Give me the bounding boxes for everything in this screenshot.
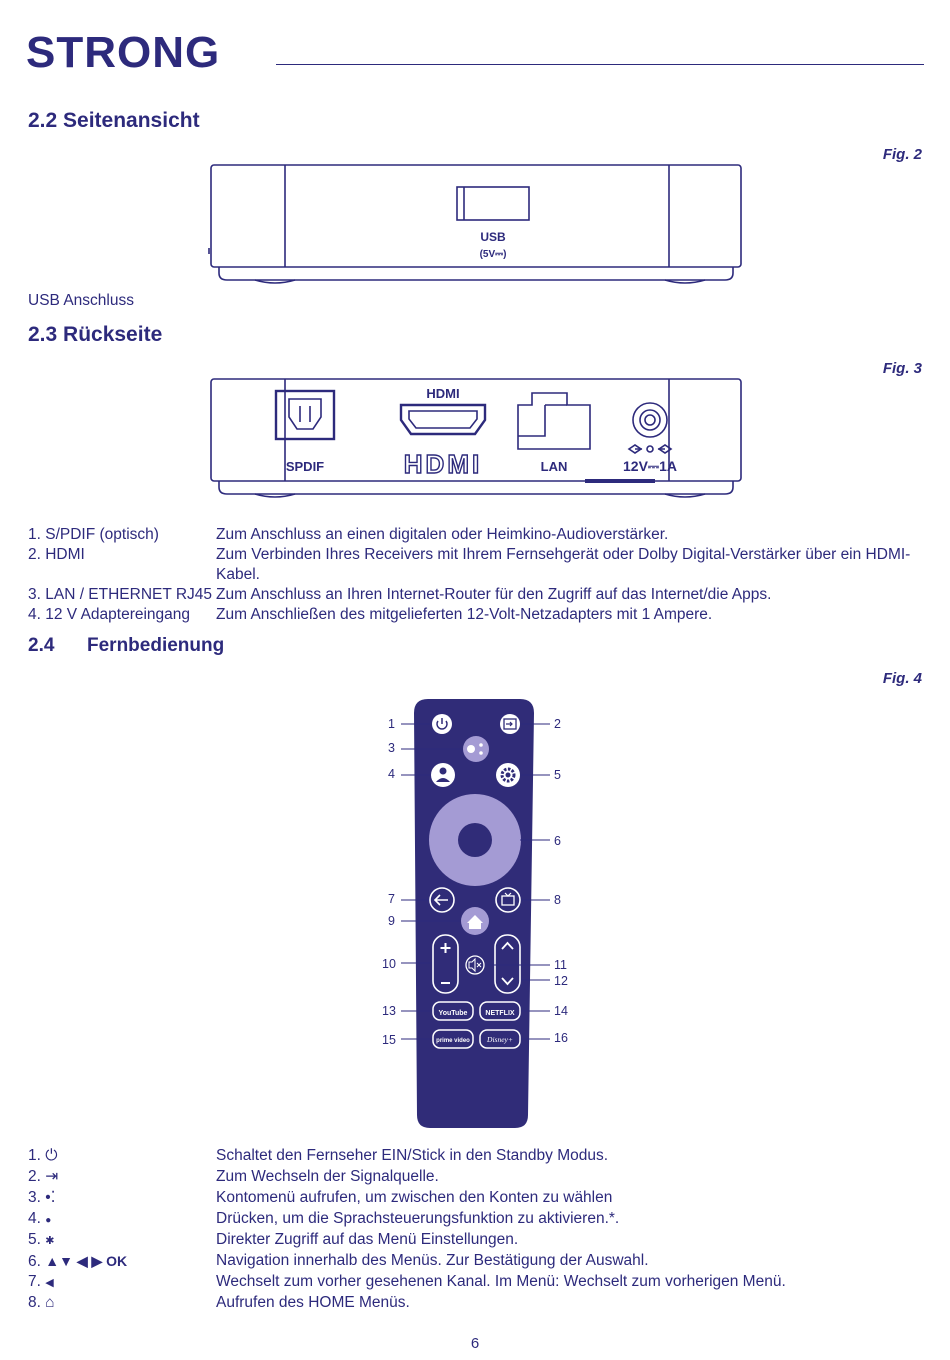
- rear-item-desc: Zum Verbinden Ihres Receivers mit Ihrem …: [216, 546, 911, 583]
- assistant-icon: •⁚: [45, 1189, 56, 1206]
- prime-video-label: prime video: [436, 1038, 470, 1044]
- callout-number: 14: [554, 1004, 568, 1018]
- disney-plus-label: Disney+: [486, 1035, 513, 1044]
- input-button[interactable]: [500, 714, 520, 734]
- rear-view-diagram: HDMI SPDIF HDMI LAN 12V⎓1A: [210, 378, 742, 498]
- callout-number: 13: [382, 1004, 396, 1018]
- user-icon: ●: [45, 1215, 52, 1226]
- remote-item-desc: Aufrufen des HOME Menüs.: [216, 1294, 410, 1311]
- rear-item-term: 2. HDMI: [28, 546, 85, 563]
- callout-number: 16: [554, 1031, 568, 1045]
- home-button[interactable]: [461, 907, 489, 935]
- page-number: 6: [470, 1335, 480, 1352]
- volume-rocker[interactable]: [432, 934, 459, 994]
- channel-rocker[interactable]: [494, 934, 521, 994]
- remote-item-desc: Navigation innerhalb des Menüs. Zur Best…: [216, 1252, 649, 1269]
- remote-item-desc: Direkter Zugriff auf das Menü Einstellun…: [216, 1231, 519, 1248]
- callout-number: 2: [554, 717, 561, 731]
- remote-item-term: 8.: [28, 1294, 41, 1311]
- remote-item-term: 5.: [28, 1231, 41, 1248]
- tv-button[interactable]: [495, 887, 521, 913]
- brand-logo: STRONG: [26, 28, 221, 77]
- assistant-button[interactable]: [463, 736, 489, 762]
- usb-port-label: USB: [480, 230, 506, 244]
- section-title-rear: 2.3 Rückseite: [28, 323, 163, 346]
- remote-item-term: 6.: [28, 1253, 41, 1270]
- youtube-button[interactable]: YouTube: [432, 1001, 474, 1021]
- dpad[interactable]: [429, 794, 521, 886]
- hdmi-top-label: HDMI: [426, 386, 459, 401]
- back-icon: ◀: [45, 1277, 54, 1289]
- prime-video-button[interactable]: prime video: [432, 1029, 474, 1049]
- callout-number: 5: [554, 768, 561, 782]
- remote-item-desc: Zum Wechseln der Signalquelle.: [216, 1168, 439, 1185]
- callout-number: 1: [388, 717, 395, 731]
- rear-item-desc: Zum Anschluss an einen digitalen oder He…: [216, 526, 669, 543]
- section-title-side-view: 2.2 Seitenansicht: [28, 109, 200, 132]
- hdmi-logo: HDMI: [404, 449, 482, 479]
- rear-item-desc: Zum Anschließen des mitgelieferten 12-Vo…: [216, 606, 713, 623]
- rear-item-desc: Zum Anschluss an Ihren Internet-Router f…: [216, 586, 772, 603]
- remote-item-term: 2.: [28, 1168, 41, 1185]
- usb-caption: USB Anschluss: [28, 292, 134, 309]
- youtube-label: YouTube: [439, 1010, 468, 1017]
- rear-item-term: 3. LAN / ETHERNET RJ45: [28, 586, 213, 603]
- callout-number: 6: [554, 834, 561, 848]
- gear-icon: ✱: [45, 1235, 55, 1247]
- power-icon: ⏻: [45, 1147, 58, 1164]
- lan-label: LAN: [541, 459, 568, 474]
- remote-item-term: 7.: [28, 1273, 41, 1290]
- disney-plus-button[interactable]: Disney+: [479, 1029, 521, 1049]
- remote-item-desc: Drücken, um die Sprachsteuerungsfunktion…: [216, 1210, 620, 1227]
- callout-number: 7: [388, 892, 395, 906]
- callout-number: 3: [388, 741, 395, 755]
- input-source-icon: ⇥: [45, 1168, 59, 1185]
- rear-item-term: 4. 12 V Adaptereingang: [28, 606, 191, 623]
- back-button[interactable]: [429, 887, 455, 913]
- spdif-label: SPDIF: [286, 459, 324, 474]
- callout-number: 4: [388, 767, 395, 781]
- power-label: 12V⎓1A: [623, 458, 677, 474]
- callout-number: 15: [382, 1033, 396, 1047]
- remote-diagram: YouTube NETFLIX prime video Disney+: [401, 699, 550, 1128]
- user-button[interactable]: [431, 763, 455, 787]
- callout-number: 9: [388, 914, 395, 928]
- power-button[interactable]: [432, 714, 452, 734]
- netflix-label: NETFLIX: [485, 1010, 514, 1017]
- section-number-remote: 2.4: [28, 635, 55, 656]
- callout-number: 10: [382, 957, 396, 971]
- fig-4-label: Fig. 4: [882, 670, 922, 687]
- netflix-button[interactable]: NETFLIX: [479, 1001, 521, 1021]
- home-icon: ⌂: [45, 1294, 55, 1311]
- remote-item-term: 3.: [28, 1189, 41, 1206]
- callout-number: 8: [554, 893, 561, 907]
- settings-button[interactable]: [496, 763, 520, 787]
- remote-item-term: 1.: [28, 1147, 41, 1164]
- remote-item-desc: Kontomenü aufrufen, um zwischen den Kont…: [216, 1189, 613, 1206]
- section-title-remote: Fernbedienung: [87, 635, 225, 656]
- fig-2-label: Fig. 2: [882, 146, 922, 163]
- rear-item-term: 1. S/PDIF (optisch): [28, 526, 159, 543]
- header-rule: [276, 64, 924, 65]
- remote-item-desc: Wechselt zum vorher gesehenen Kanal. Im …: [216, 1273, 786, 1290]
- callout-number: 11: [554, 958, 567, 972]
- side-view-diagram: USB (5V⎓): [208, 164, 742, 284]
- usb-port-sublabel: (5V⎓): [480, 249, 507, 260]
- remote-item-term: 4.: [28, 1210, 41, 1227]
- remote-item-desc: Schaltet den Fernseher EIN/Stick in den …: [216, 1147, 609, 1164]
- arrows-icon: ▲▼ ◀ ▶ OK: [45, 1253, 128, 1269]
- mute-button[interactable]: [465, 955, 485, 975]
- callout-number: 12: [554, 974, 568, 988]
- fig-3-label: Fig. 3: [882, 360, 922, 377]
